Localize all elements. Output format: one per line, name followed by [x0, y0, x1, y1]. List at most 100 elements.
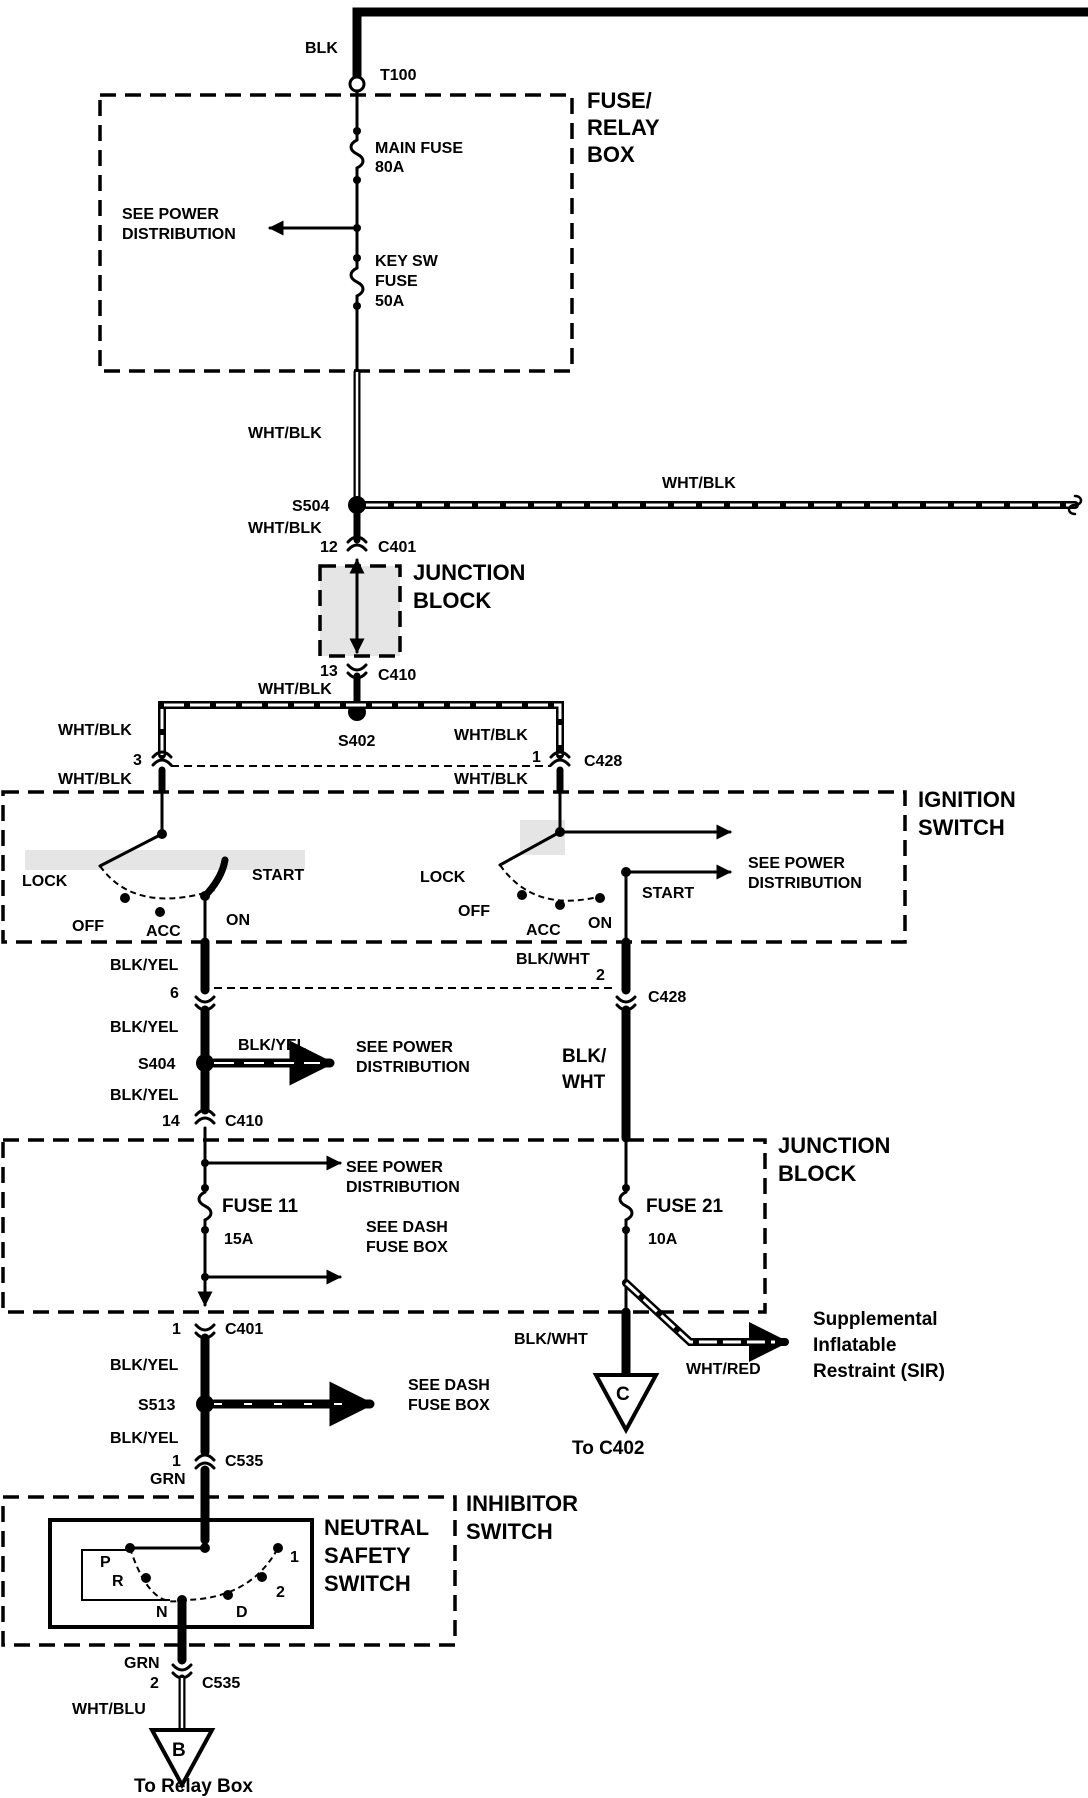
- see-dash-fuse-box-s513-2: FUSE BOX: [408, 1397, 490, 1414]
- sir-label-2: Inflatable: [813, 1335, 896, 1356]
- connector-b-label: B: [172, 1740, 186, 1761]
- t100-terminal: [348, 75, 366, 93]
- pin-2-c535-label: 2: [150, 1675, 159, 1692]
- wht-blk-label-2: WHT/BLK: [248, 520, 322, 537]
- to-c402-label: To C402: [572, 1438, 645, 1459]
- s402-label: S402: [338, 733, 375, 750]
- ignition-switch-title-1: IGNITION: [918, 787, 1016, 812]
- pin-1-c401-label: 1: [172, 1321, 181, 1338]
- pin-1-c535-label: 1: [172, 1453, 181, 1470]
- ign-left-contact-arm: [98, 832, 164, 868]
- see-dash-fuse-box-jb-1: SEE DASH: [366, 1219, 448, 1236]
- wht-blk-right-label-b: WHT/BLK: [454, 771, 528, 788]
- connector-c-label: C: [616, 1384, 630, 1405]
- position-1-label: 1: [290, 1549, 299, 1566]
- see-power-dist-s404-1: SEE POWER: [356, 1039, 453, 1056]
- see-power-dist-jb-2: DISTRIBUTION: [346, 1179, 460, 1196]
- c410-top-label: C410: [378, 667, 416, 684]
- position-n-label: N: [156, 1604, 168, 1621]
- wht-red-label: WHT/RED: [686, 1361, 761, 1378]
- c535-bottom-label: C535: [202, 1675, 240, 1692]
- pin-3-label: 3: [133, 752, 142, 769]
- c410-top-pin-label: 13: [320, 663, 338, 680]
- nss-2-contact: [257, 1572, 267, 1582]
- see-power-dist-top-2: DISTRIBUTION: [122, 226, 236, 243]
- fuse-relay-box-title-1: FUSE/: [587, 88, 652, 113]
- s513-splice: [196, 1395, 214, 1413]
- blk-wht-label-2: BLK/WHT: [514, 1331, 588, 1348]
- junction-block-mid-title-2: BLOCK: [778, 1161, 856, 1186]
- blk-yel-label-4: BLK/YEL: [110, 1357, 179, 1374]
- inhibitor-switch-title-2: SWITCH: [466, 1519, 553, 1544]
- pin-1-c428-label: 1: [532, 749, 541, 766]
- ign-left-off-contact: [120, 893, 130, 903]
- off-right-label: OFF: [458, 903, 490, 920]
- pin-14-label: 14: [162, 1113, 180, 1130]
- fuse-21-label: FUSE 21: [646, 1196, 724, 1217]
- t100-label: T100: [380, 67, 417, 84]
- key-sw-fuse-label-1: KEY SW: [375, 253, 439, 270]
- main-fuse-dot-bottom: [353, 176, 361, 184]
- inhibitor-switch-title-1: INHIBITOR: [466, 1491, 578, 1516]
- lock-right-label: LOCK: [420, 869, 466, 886]
- key-sw-fuse-symbol: [349, 266, 365, 298]
- wht-blk-right-label: WHT/BLK: [662, 475, 736, 492]
- junction-block-top-title-2: BLOCK: [413, 588, 491, 613]
- pin-2-c428-label: 2: [596, 967, 605, 984]
- c401-mid-label: C401: [225, 1321, 263, 1338]
- key-sw-fuse-dot-bottom: [353, 302, 361, 310]
- off-left-label: OFF: [72, 918, 104, 935]
- wht-blk-label-3: WHT/BLK: [258, 681, 332, 698]
- fuse21-symbol: [618, 1190, 634, 1222]
- c401-top-pin-label: 12: [320, 539, 338, 556]
- connector-b-triangle: [148, 1728, 216, 1790]
- nss-d-contact: [223, 1590, 233, 1600]
- blk-yel-label-1: BLK/YEL: [110, 957, 179, 974]
- lock-left-label: LOCK: [22, 873, 68, 890]
- start-left-label: START: [252, 867, 304, 884]
- pin-6-label: 6: [170, 985, 179, 1002]
- blk-yel-label-3: BLK/YEL: [110, 1087, 179, 1104]
- ign-right-contact-arm: [498, 830, 562, 867]
- wht-blk-left-label-b: WHT/BLK: [58, 771, 132, 788]
- ign-right-acc-contact: [555, 900, 565, 910]
- ignition-switch-title-2: SWITCH: [918, 815, 1005, 840]
- c428-mid-label: C428: [648, 989, 686, 1006]
- junction-block-mid-title-1: JUNCTION: [778, 1133, 890, 1158]
- c535-top-label: C535: [225, 1453, 263, 1470]
- ign-right-on-contact: [595, 893, 605, 903]
- c-left-3-connector: [151, 750, 173, 767]
- ign-left-acc-contact: [155, 907, 165, 917]
- blk-wht-label-1: BLK/WHT: [516, 951, 590, 968]
- fuse-relay-box-outline: [98, 93, 574, 373]
- connector-c-triangle: [592, 1373, 660, 1435]
- c428-top-connector: [549, 750, 571, 767]
- blk-battery-wire: [352, 7, 1088, 83]
- wht-blk-right-label-a: WHT/BLK: [454, 727, 528, 744]
- wht-red-wire-core: [624, 1281, 775, 1344]
- position-2-label: 2: [276, 1584, 285, 1601]
- c401-connector-top: [346, 535, 368, 552]
- main-fuse-symbol: [349, 138, 365, 170]
- position-d-label: D: [236, 1604, 248, 1621]
- wht-blu-label: WHT/BLU: [72, 1701, 146, 1718]
- c535-top-connector: [194, 1453, 216, 1470]
- c428-top-label: C428: [584, 753, 622, 770]
- ign-right-off-contact: [517, 890, 527, 900]
- see-power-dist-ign-2: DISTRIBUTION: [748, 875, 862, 892]
- key-sw-fuse-label-2: FUSE: [375, 273, 418, 290]
- junction-block-top-shading: [320, 566, 400, 656]
- on-left-label: ON: [226, 912, 250, 929]
- s404-label: S404: [138, 1056, 175, 1073]
- ignition-left-shading: [25, 850, 305, 870]
- fuse-11-label: FUSE 11: [222, 1196, 298, 1217]
- blk-top-label: BLK: [305, 40, 338, 57]
- blk-yel-arrow-label: BLK/YEL: [238, 1037, 307, 1054]
- blk-yel-label-2: BLK/YEL: [110, 1019, 179, 1036]
- see-dash-fuse-box-jb-2: FUSE BOX: [366, 1239, 448, 1256]
- s513-label: S513: [138, 1397, 175, 1414]
- junction-block-mid-outline: [1, 1138, 767, 1314]
- s504-label: S504: [292, 498, 329, 515]
- position-p-label: P: [100, 1554, 111, 1571]
- s404-splice: [196, 1054, 214, 1072]
